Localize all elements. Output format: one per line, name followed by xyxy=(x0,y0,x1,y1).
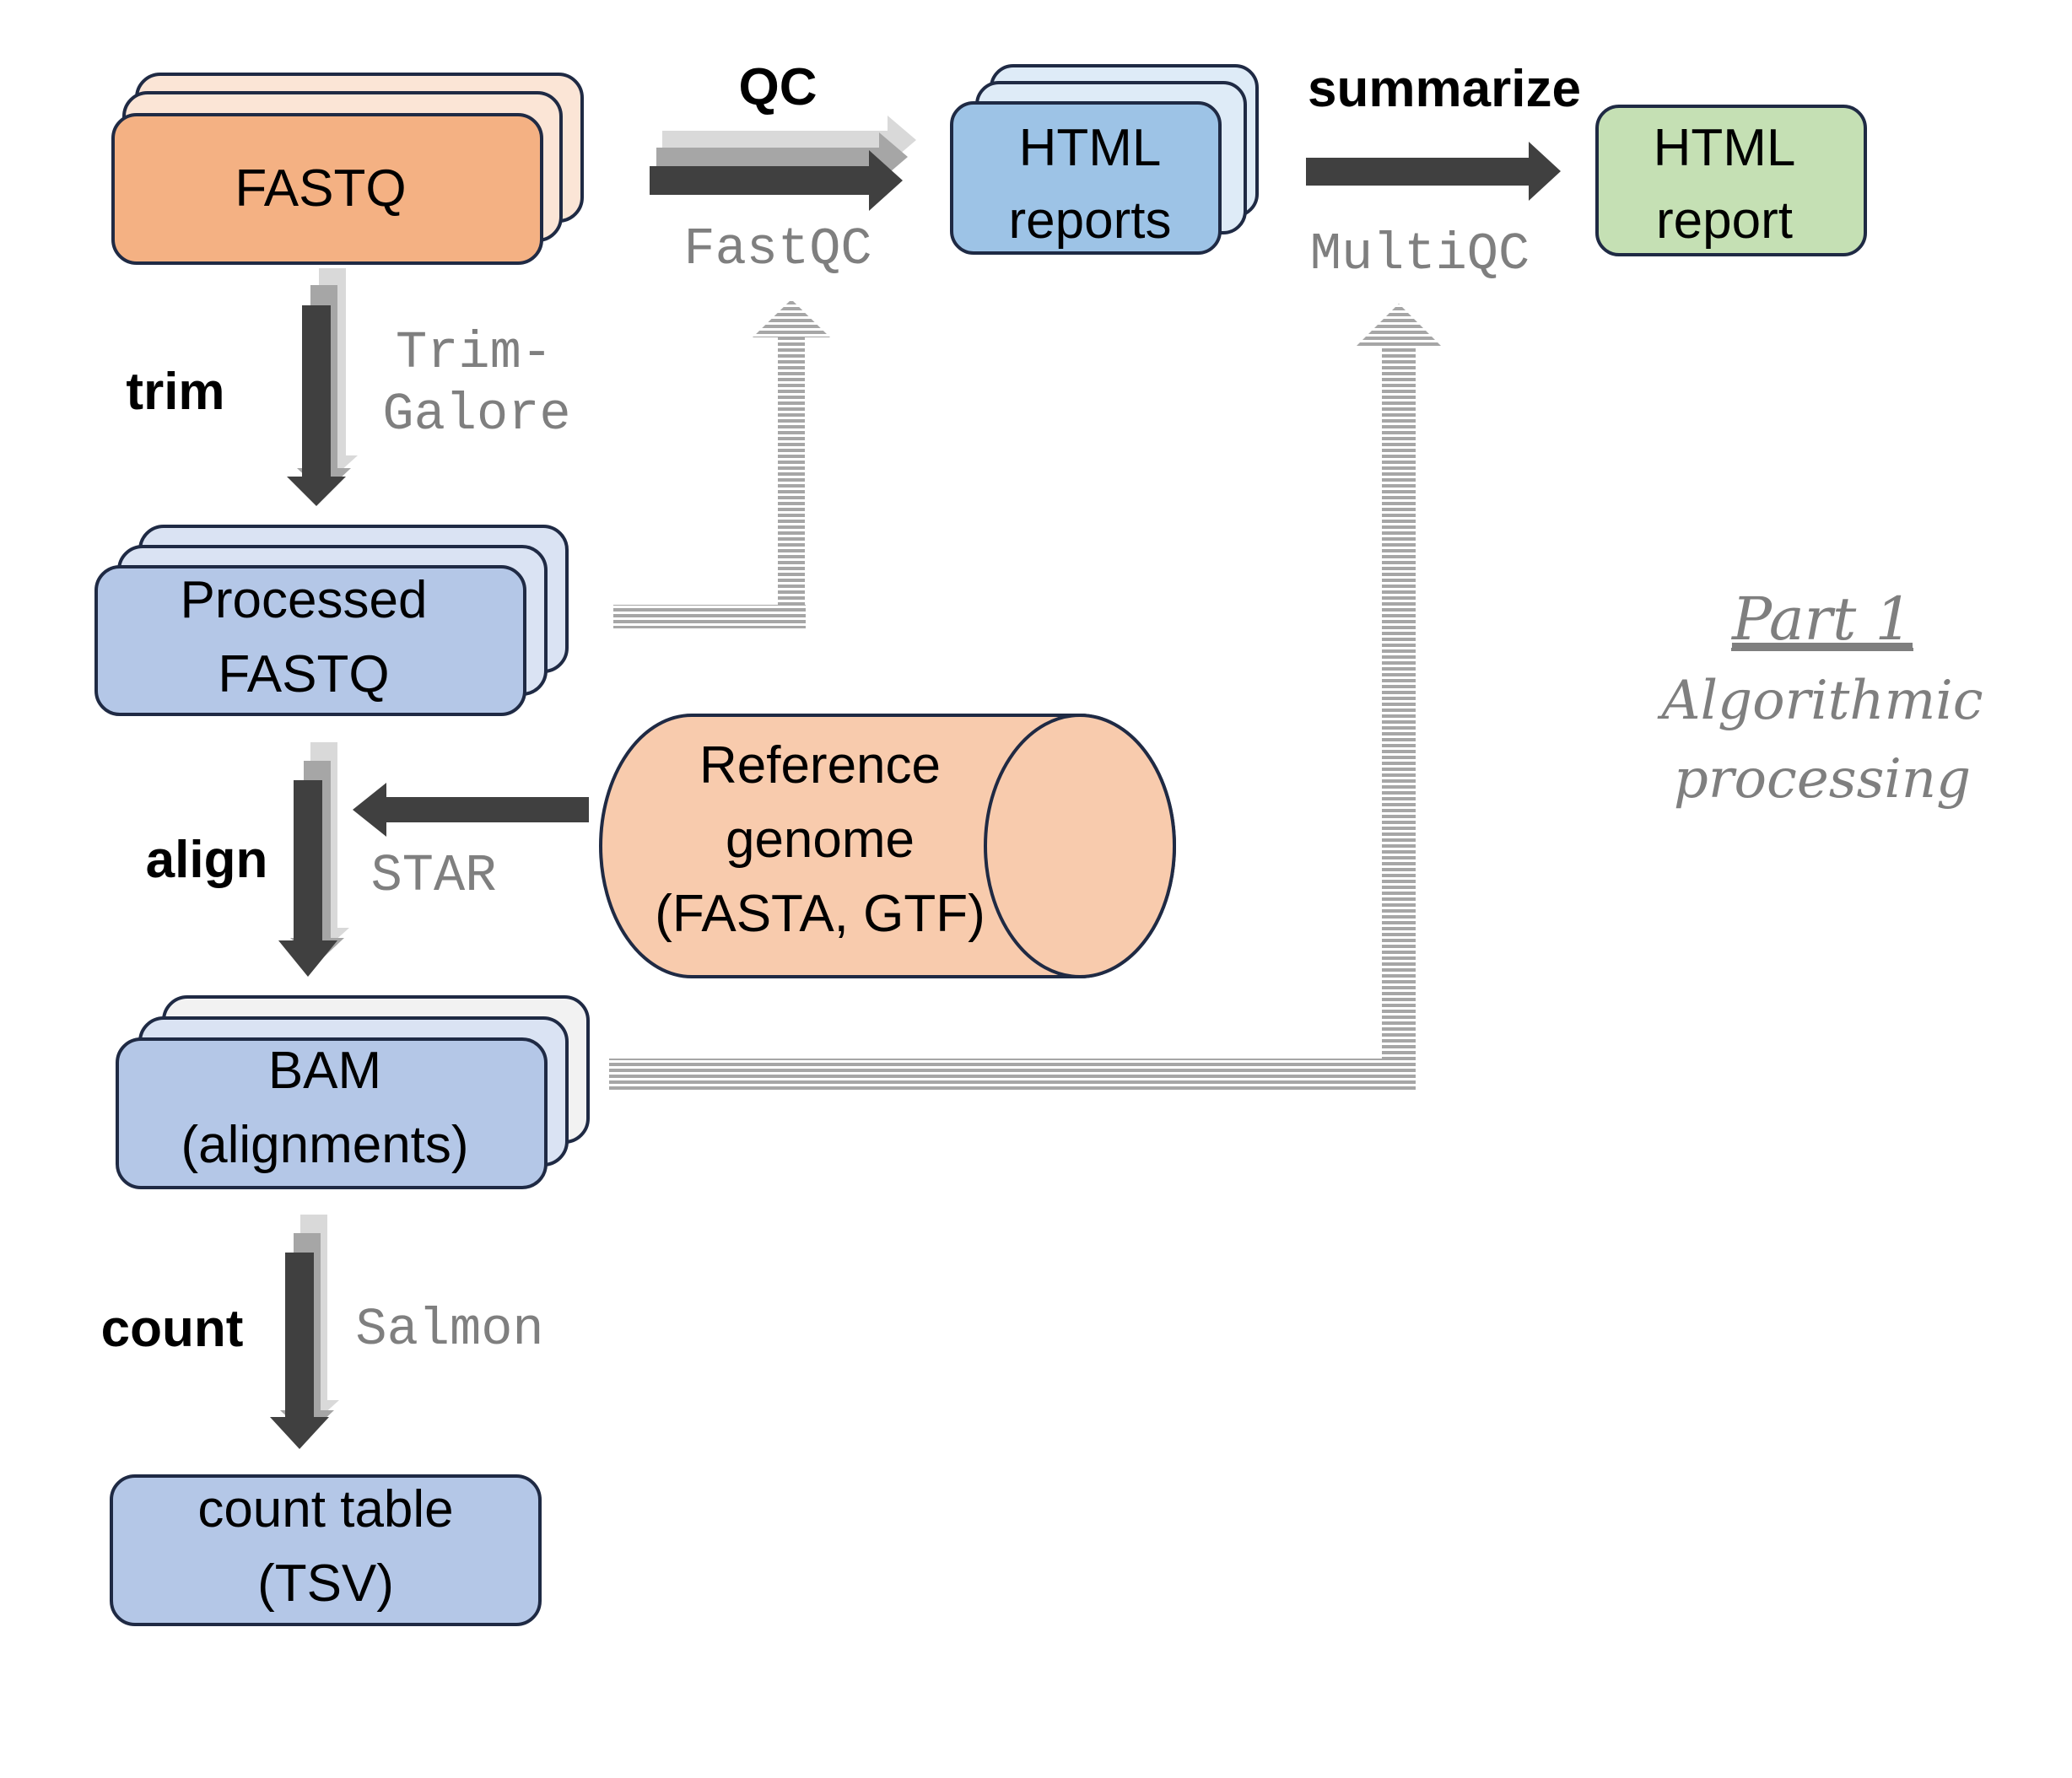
step-trim-tool-line1: Trim- xyxy=(396,323,553,383)
part-title-line2: processing xyxy=(1674,748,1971,811)
count-table-box xyxy=(110,1474,542,1626)
html-report-box xyxy=(1595,105,1867,256)
step-qc-verb: QC xyxy=(739,58,817,116)
node-count-table: count table (TSV) xyxy=(110,1474,542,1626)
count-table-line1: count table xyxy=(197,1480,453,1538)
step-trim-tool-line2: Galore xyxy=(382,385,570,444)
node-fastq: FASTQ xyxy=(111,73,584,265)
node-reference-genome: Reference genome (FASTA, GTF) xyxy=(599,714,1176,978)
arrow-count xyxy=(270,1215,339,1449)
reference-line1: Reference xyxy=(699,736,941,795)
step-qc-tool: FastQC xyxy=(683,219,871,279)
fastq-box xyxy=(111,113,543,265)
processed-fastq-box xyxy=(94,565,526,716)
node-processed-fastq: Processed FASTQ xyxy=(94,525,569,716)
part-title-heading: Part 1 xyxy=(1730,585,1913,654)
connector-processed-to-fastqc xyxy=(613,299,830,628)
html-reports-line1: HTML xyxy=(1019,119,1162,177)
arrow-align xyxy=(278,742,349,977)
html-report-line1: HTML xyxy=(1654,119,1796,177)
html-report-line2: report xyxy=(1656,191,1793,250)
bam-box xyxy=(116,1037,548,1189)
html-reports-line2: reports xyxy=(1009,191,1172,250)
connector-bam-to-multiqc xyxy=(609,304,1441,1092)
cylinder-end xyxy=(984,714,1176,978)
reference-line2: genome xyxy=(726,811,915,869)
html-reports-box xyxy=(950,101,1222,255)
step-align-tool: STAR xyxy=(371,846,497,906)
step-align-verb: align xyxy=(146,831,268,889)
part-title-line1: Algorithmic xyxy=(1657,670,1983,732)
arrow-summarize xyxy=(1306,142,1561,201)
reference-line3: (FASTA, GTF) xyxy=(655,885,985,943)
arrow-reference-to-align xyxy=(353,783,589,837)
processed-fastq-line1: Processed xyxy=(181,571,428,629)
arrow-qc xyxy=(650,116,916,211)
step-summarize-verb: summarize xyxy=(1308,60,1581,118)
bam-line2: (alignments) xyxy=(181,1116,468,1174)
bam-line1: BAM xyxy=(268,1042,381,1100)
fastq-label: FASTQ xyxy=(235,159,406,218)
part-title: Part 1 Algorithmic processing xyxy=(1657,585,1983,811)
step-trim-verb: trim xyxy=(126,363,224,421)
processed-fastq-line2: FASTQ xyxy=(218,645,389,703)
node-bam: BAM (alignments) xyxy=(116,995,590,1189)
node-html-report: HTML report xyxy=(1595,105,1867,256)
step-summarize-tool: MultiQC xyxy=(1310,224,1530,284)
step-count-tool: Salmon xyxy=(355,1300,543,1360)
node-html-reports: HTML reports xyxy=(950,64,1259,255)
count-table-line2: (TSV) xyxy=(257,1554,394,1613)
arrow-trim xyxy=(287,268,358,506)
step-count-verb: count xyxy=(101,1300,244,1358)
